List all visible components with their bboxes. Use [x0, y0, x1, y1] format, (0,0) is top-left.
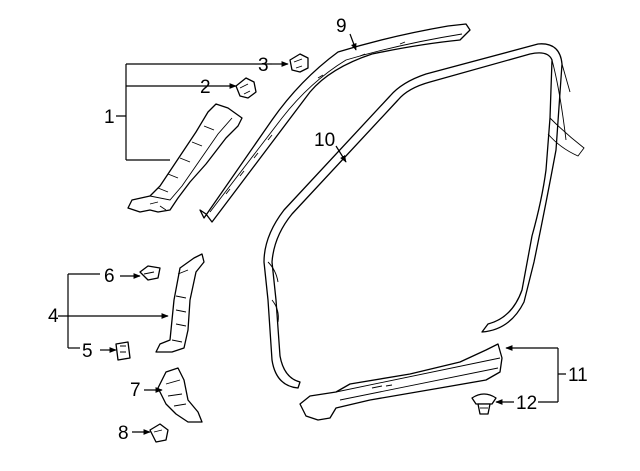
part-1-a-pillar-garnish	[127, 103, 243, 213]
part-4-b-pillar-garnish	[155, 253, 205, 353]
callout-7: 7	[130, 380, 141, 401]
callout-1: 1	[104, 107, 115, 128]
callout-9: 9	[336, 16, 347, 37]
part-8-clip	[149, 423, 169, 443]
part-12-push-clip	[471, 393, 497, 415]
callout-5: 5	[82, 341, 93, 362]
part-7-lower-garnish	[157, 367, 203, 423]
callout-8: 8	[118, 423, 129, 444]
callout-11: 11	[568, 365, 588, 386]
callout-12: 12	[516, 393, 537, 414]
callout-4: 4	[48, 306, 59, 327]
callout-6: 6	[104, 266, 115, 287]
part-6-clip	[139, 265, 161, 281]
part-9-roof-weatherstrip	[199, 23, 471, 223]
part-2-clip	[235, 77, 257, 99]
part-3-clip	[289, 53, 309, 73]
callout-3: 3	[258, 55, 269, 76]
leader-lines	[58, 33, 566, 435]
part-10-door-opening-weatherstrip	[263, 43, 585, 389]
callout-10: 10	[314, 130, 335, 151]
part-11-scuff-plate	[299, 343, 503, 421]
callout-2: 2	[200, 77, 211, 98]
part-5-clip	[115, 341, 131, 361]
